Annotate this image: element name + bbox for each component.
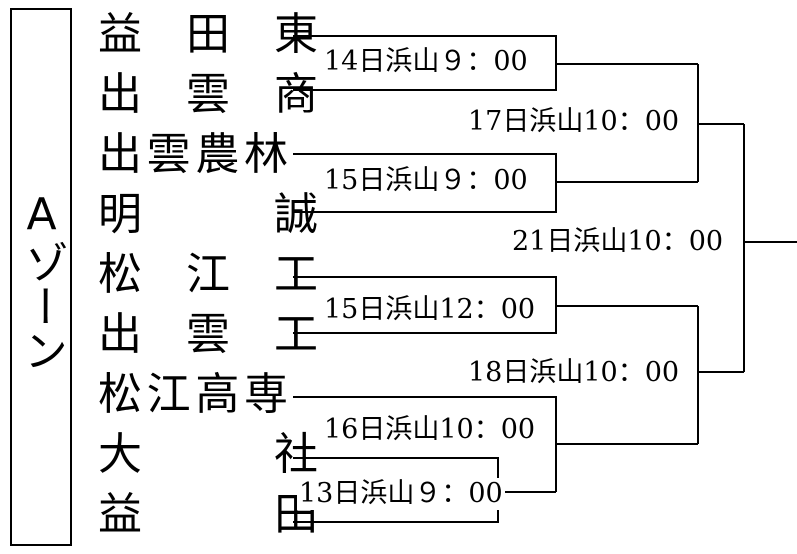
team-9: 益 田 bbox=[98, 489, 318, 540]
match-label-m15a: 15日浜山９：00 bbox=[322, 165, 530, 197]
team-2: 出 雲 商 bbox=[98, 69, 318, 120]
match-label-m14: 14日浜山９：00 bbox=[322, 46, 530, 78]
zone-box: Aゾーン bbox=[10, 8, 72, 546]
team-4: 明 誠 bbox=[98, 189, 318, 240]
match-label-m15b: 15日浜山12：00 bbox=[322, 294, 538, 326]
team-6: 出 雲 工 bbox=[98, 309, 318, 360]
team-5: 松 江 工 bbox=[98, 249, 318, 300]
team-1: 益 田 東 bbox=[98, 9, 318, 60]
match-label-m16: 16日浜山10：00 bbox=[322, 414, 538, 446]
team-7: 松江高専 bbox=[98, 369, 288, 420]
match-label-m18: 18日浜山10：00 bbox=[466, 357, 682, 389]
match-label-m21: 21日浜山10：00 bbox=[510, 226, 726, 258]
bracket-line-m16 bbox=[293, 396, 557, 492]
team-3: 出雲農林 bbox=[98, 129, 288, 180]
team-8: 大 社 bbox=[98, 429, 318, 480]
match-label-m13: 13日浜山９：00 bbox=[297, 478, 505, 510]
zone-label: Aゾーン bbox=[16, 188, 67, 372]
match-label-m17: 17日浜山10：00 bbox=[466, 106, 682, 138]
